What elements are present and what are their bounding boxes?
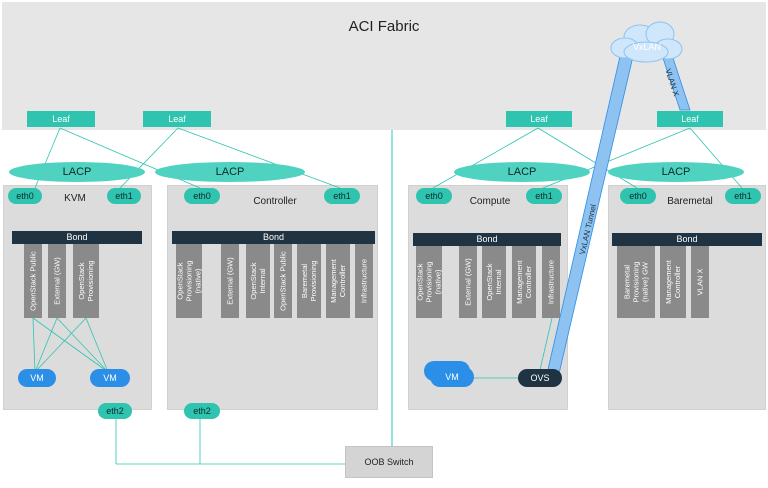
kvm-eth1: eth1 <box>107 188 141 204</box>
compute-eth0: eth0 <box>416 188 452 204</box>
baremetal-port-provisioning: Baremetal Provisioning (native) GW <box>617 246 655 318</box>
baremetal-port-management: Management Controller <box>660 246 686 318</box>
baremetal-port-vlanx: VLAN X <box>691 246 709 318</box>
leaf-3: Leaf <box>506 111 572 127</box>
baremetal-eth1: eth1 <box>725 188 761 204</box>
compute-port-internal: OpenStack Internal <box>482 246 506 318</box>
controller-port-management: Management Controller <box>326 244 350 318</box>
kvm-vm-1: VM <box>18 369 56 387</box>
controller-port-external: External (GW) <box>221 244 239 318</box>
compute-port-external: External (GW) <box>459 246 477 318</box>
baremetal-bond: Bond <box>612 233 762 246</box>
kvm-eth2: eth2 <box>98 403 132 419</box>
vxlan-cloud-label: VxLAN <box>632 42 661 52</box>
controller-port-public: OpenStack Public <box>274 244 292 318</box>
kvm-vm-2: VM <box>90 369 130 387</box>
lacp-kvm: LACP <box>9 162 145 182</box>
controller-eth2: eth2 <box>184 403 220 419</box>
compute-bond: Bond <box>413 233 561 246</box>
lacp-baremetal: LACP <box>608 162 744 182</box>
controller-port-internal: OpenStack Internal <box>246 244 270 318</box>
compute-port-management: Management Controller <box>512 246 536 318</box>
compute-ovs: OVS <box>518 369 562 387</box>
baremetal-title: Baremetal <box>667 196 713 207</box>
controller-bond: Bond <box>172 231 375 244</box>
controller-port-baremetal: Baremetal Provisioning <box>297 244 321 318</box>
aci-fabric <box>2 2 766 130</box>
controller-port-infrastructure: Infrastructure <box>355 244 373 318</box>
leaf-4: Leaf <box>657 111 723 127</box>
leaf-1: Leaf <box>27 111 95 127</box>
lacp-controller: LACP <box>155 162 305 182</box>
compute-port-provisioning: OpenStack Provisioning (native) <box>416 246 443 318</box>
baremetal-eth0: eth0 <box>620 188 656 204</box>
kvm-bond: Bond <box>12 231 142 244</box>
controller-eth0: eth0 <box>184 188 220 204</box>
leaf-2: Leaf <box>143 111 211 127</box>
compute-vm: VM <box>430 367 474 387</box>
kvm-port-external: External (GW) <box>48 244 66 318</box>
fabric-title: ACI Fabric <box>348 18 420 35</box>
compute-title: Compute <box>469 196 511 207</box>
kvm-eth0: eth0 <box>8 188 42 204</box>
compute-port-infrastructure: Infrastructure <box>542 246 560 318</box>
kvm-port-public: OpenStack Public <box>24 244 42 318</box>
kvm-port-provisioning: OpenStack Provisioning <box>73 244 99 318</box>
lacp-compute: LACP <box>454 162 590 182</box>
kvm-title: KVM <box>64 193 86 204</box>
controller-port-provisioning: OpenStack Provisioning (native) <box>176 244 203 318</box>
controller-eth1: eth1 <box>324 188 360 204</box>
compute-eth1: eth1 <box>526 188 562 204</box>
oob-switch: OOB Switch <box>345 446 433 478</box>
controller-title: Controller <box>253 196 297 207</box>
